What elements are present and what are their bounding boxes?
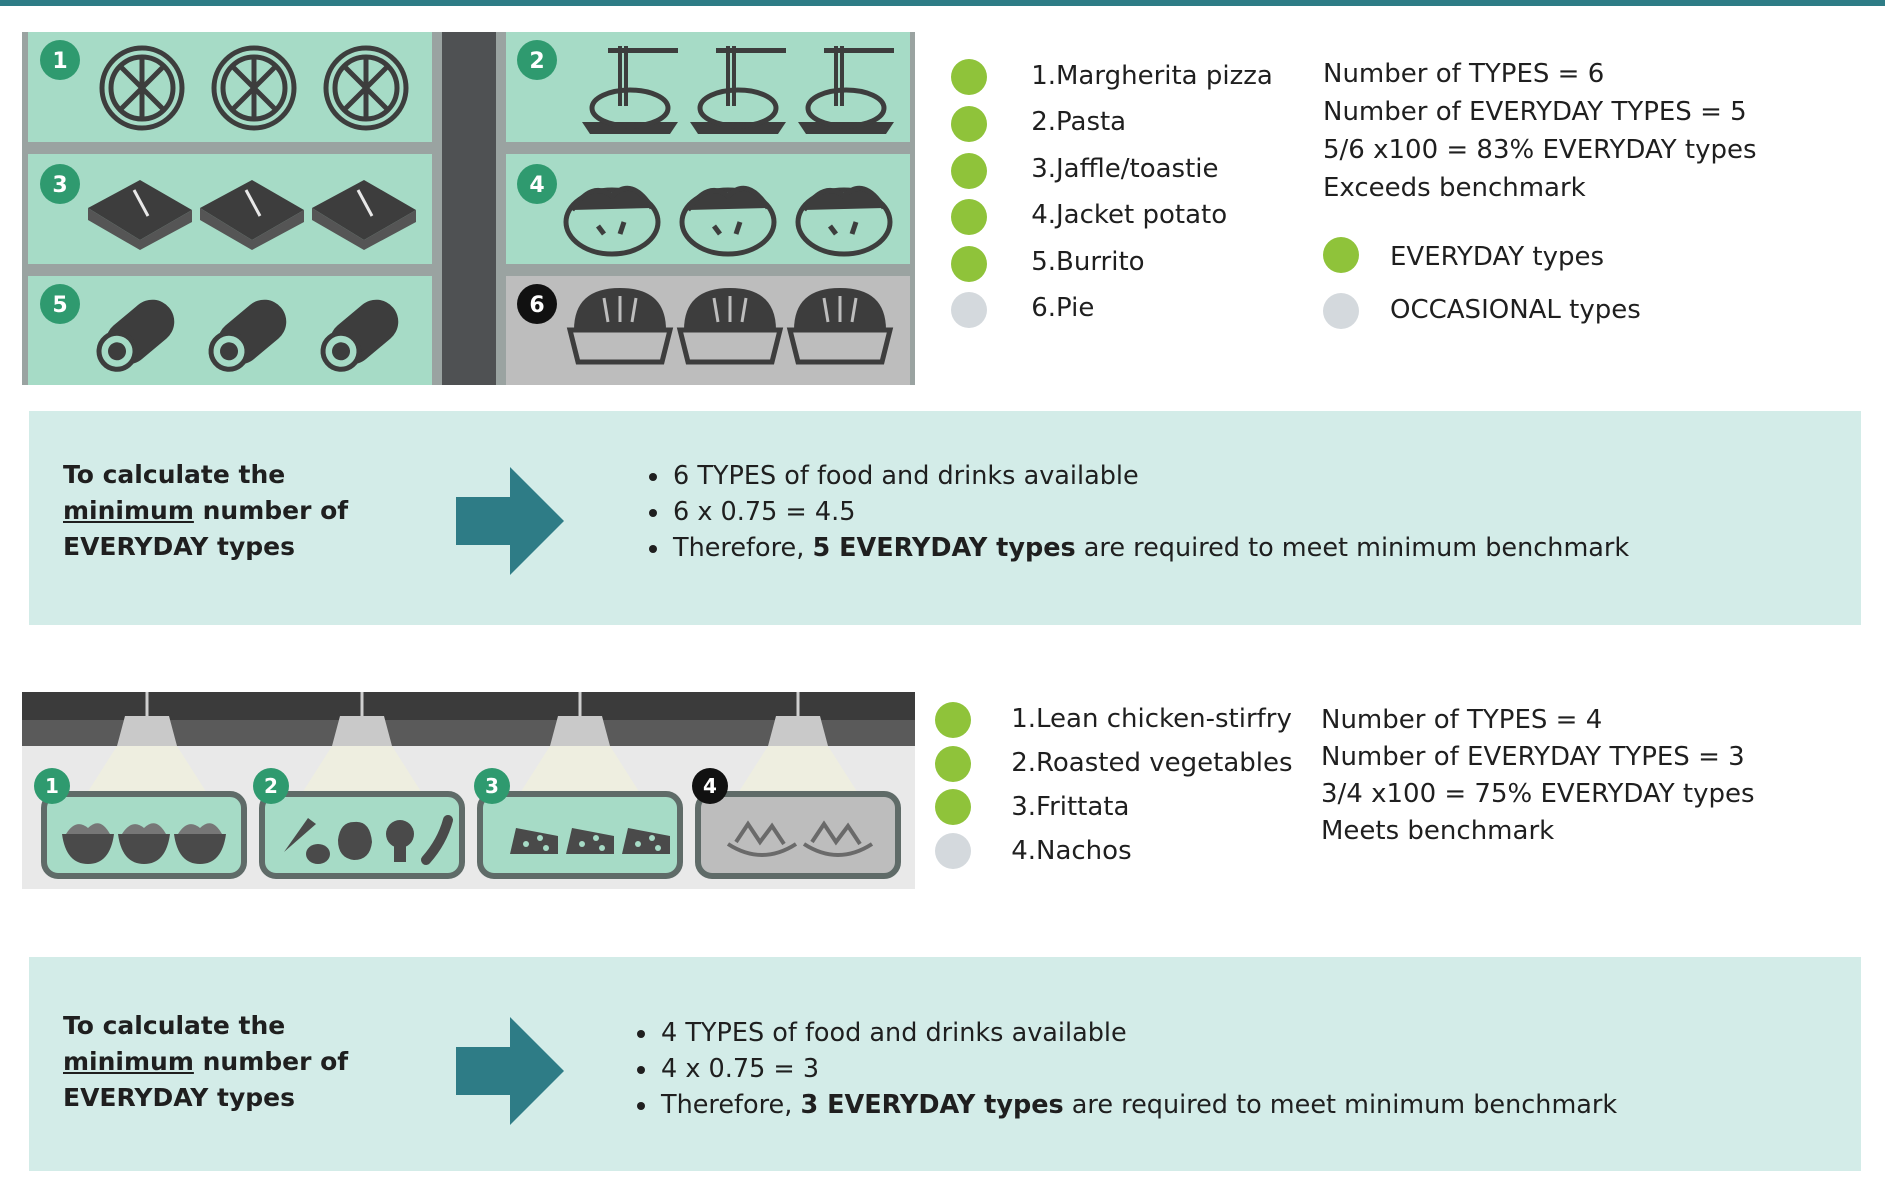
tray-nachos <box>695 791 901 879</box>
stat-percentage: 3/4 x100 = 75% EVERYDAY types <box>1321 779 1755 809</box>
calculation-step: Therefore, 5 EVERYDAY types are required… <box>671 530 1629 566</box>
everyday-dot <box>951 59 987 95</box>
list-item: 1.Margherita pizza <box>1031 61 1273 91</box>
stat-everyday-types: Number of EVERYDAY TYPES = 3 <box>1321 742 1745 772</box>
potato-icon <box>563 185 893 257</box>
stat-benchmark-result: Exceeds benchmark <box>1323 173 1586 203</box>
burrito-icon <box>96 299 399 372</box>
calculation-panel-2: To calculate the minimum number of EVERY… <box>29 957 1861 1171</box>
everyday-key-label: EVERYDAY types <box>1390 242 1605 272</box>
nachos-icon <box>726 820 874 857</box>
tile-number: 4 <box>703 774 717 798</box>
calculation-step: 4 TYPES of food and drinks available <box>659 1015 1617 1051</box>
calculation-steps: 6 TYPES of food and drinks available 6 x… <box>643 458 1629 566</box>
pasta-icon <box>582 46 894 134</box>
everyday-dot <box>935 702 971 738</box>
sandwich-icon <box>88 180 416 250</box>
tile-number: 2 <box>264 774 278 798</box>
calculation-step: Therefore, 3 EVERYDAY types are required… <box>659 1087 1617 1123</box>
food-display-illustration-1: 1 2 3 4 5 6 <box>22 32 915 385</box>
tile-number: 3 <box>485 774 499 798</box>
food-display-illustration-2: 1 2 3 4 <box>22 692 915 889</box>
calculation-step: 4 x 0.75 = 3 <box>659 1051 1617 1087</box>
stat-total-types: Number of TYPES = 6 <box>1323 59 1605 89</box>
occasional-dot <box>935 833 971 869</box>
everyday-dot <box>951 246 987 282</box>
list-item: 2.Roasted vegetables <box>1011 748 1293 778</box>
calculation-step: 6 x 0.75 = 4.5 <box>671 494 1629 530</box>
calculation-step: 6 TYPES of food and drinks available <box>671 458 1629 494</box>
stat-benchmark-result: Meets benchmark <box>1321 816 1555 846</box>
stat-total-types: Number of TYPES = 4 <box>1321 705 1603 735</box>
tile-number: 6 <box>529 293 544 318</box>
pie-icon <box>566 288 894 365</box>
vegetables-icon <box>284 815 453 865</box>
everyday-dot <box>951 199 987 235</box>
stirfry-icon <box>62 823 226 864</box>
everyday-dot <box>951 153 987 189</box>
everyday-key-dot <box>1323 237 1359 273</box>
tile-number: 1 <box>52 49 67 74</box>
frittata-icon <box>510 828 670 854</box>
tile-number: 3 <box>52 173 67 198</box>
calculation-panel-1: To calculate the minimum number of EVERY… <box>29 411 1861 625</box>
pizza-icon <box>99 45 409 131</box>
list-item: 6.Pie <box>1031 293 1095 323</box>
calculation-label: To calculate the minimum number of EVERY… <box>63 1011 349 1112</box>
occasional-dot <box>951 292 987 328</box>
everyday-dot <box>935 746 971 782</box>
calculation-label: To calculate the minimum number of EVERY… <box>63 460 349 561</box>
tile-number: 2 <box>529 49 544 74</box>
stat-percentage: 5/6 x100 = 83% EVERYDAY types <box>1323 135 1757 165</box>
tile-number: 1 <box>45 774 59 798</box>
list-item: 1.Lean chicken-stirfry <box>1011 704 1292 734</box>
calculation-steps: 4 TYPES of food and drinks available 4 x… <box>631 1015 1617 1123</box>
arrow-right-icon <box>456 1017 564 1125</box>
occasional-key-dot <box>1323 293 1359 329</box>
tile-number: 5 <box>52 293 67 318</box>
list-item: 5.Burrito <box>1031 247 1145 277</box>
list-item: 2.Pasta <box>1031 107 1127 137</box>
tile-number: 4 <box>529 173 544 198</box>
stat-everyday-types: Number of EVERYDAY TYPES = 5 <box>1323 97 1747 127</box>
list-item: 3.Jaffle/toastie <box>1031 154 1219 184</box>
everyday-dot <box>935 789 971 825</box>
top-accent-bar <box>0 0 1885 6</box>
list-item: 3.Frittata <box>1011 792 1130 822</box>
everyday-dot <box>951 106 987 142</box>
list-item: 4.Nachos <box>1011 836 1132 866</box>
list-item: 4.Jacket potato <box>1031 200 1228 230</box>
arrow-right-icon <box>456 467 564 575</box>
occasional-key-label: OCCASIONAL types <box>1390 295 1641 325</box>
